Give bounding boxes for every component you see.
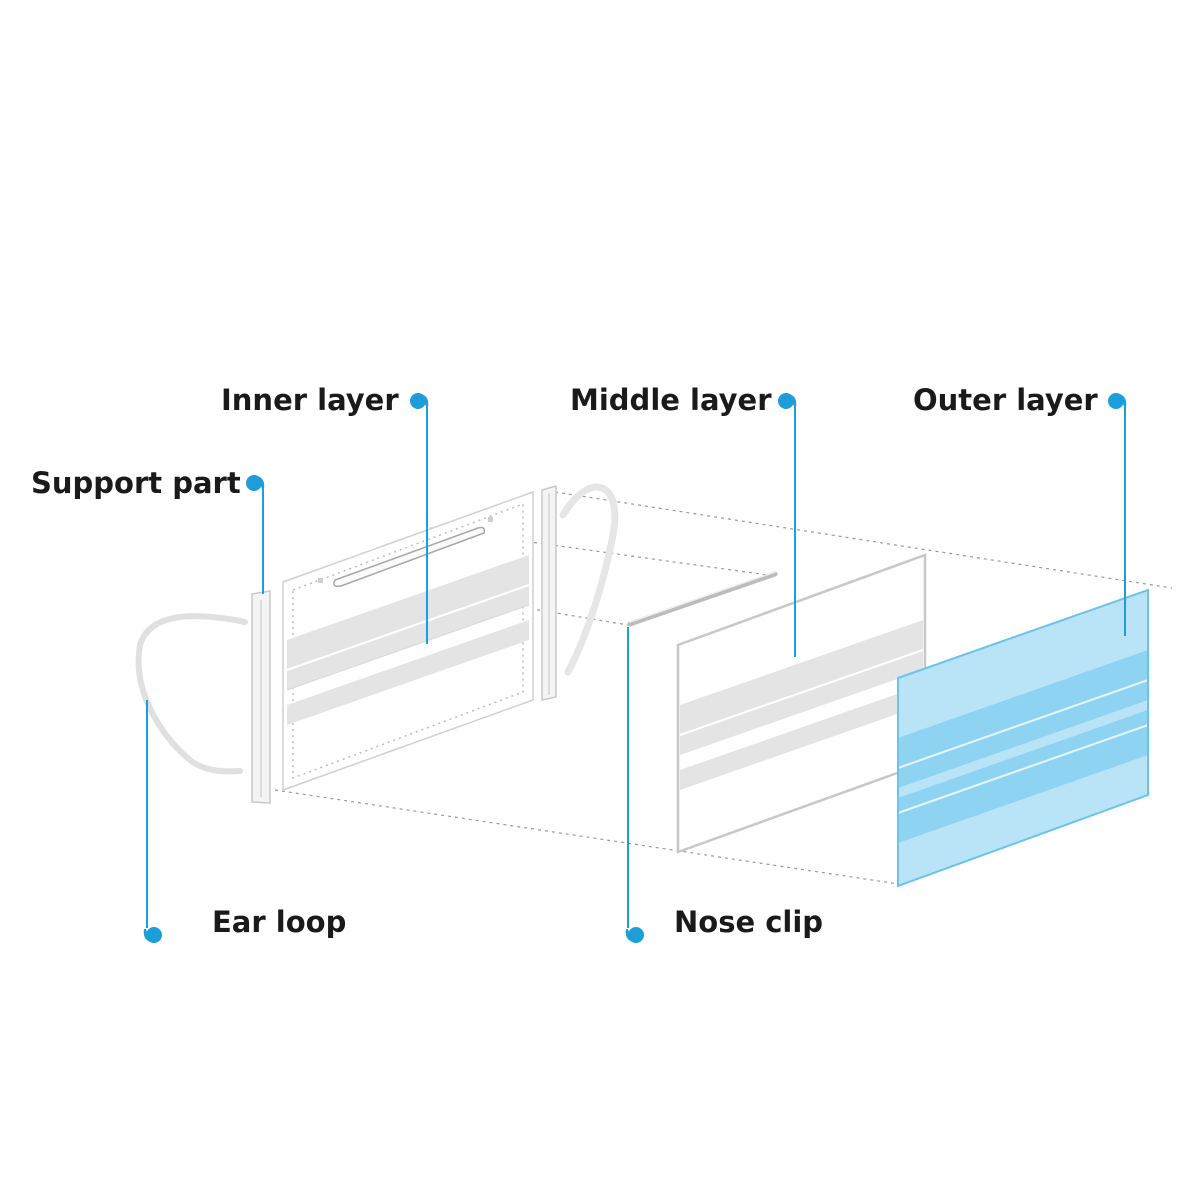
middle-layer-panel <box>676 553 927 854</box>
label-middle-layer: Middle layer <box>570 383 772 417</box>
label-ear-loop: Ear loop <box>212 905 347 939</box>
label-inner-layer: Inner layer <box>221 383 399 417</box>
callout-pin-inner-layer <box>410 393 429 409</box>
support-part-right <box>541 485 557 701</box>
callout-pin-nose-clip <box>625 927 644 943</box>
outer-layer-panel <box>897 588 1149 888</box>
label-outer-layer: Outer layer <box>913 383 1098 417</box>
nose-clip <box>627 571 778 627</box>
callout-pin-ear-loop <box>143 927 162 943</box>
callout-pin-support-part <box>246 475 265 491</box>
inner-layer-panel <box>282 490 534 792</box>
callouts <box>146 403 1126 928</box>
ear-loop-right <box>559 483 619 676</box>
callout-pin-middle-layer <box>778 393 797 409</box>
support-part-left <box>251 590 271 804</box>
label-nose-clip: Nose clip <box>674 905 824 939</box>
label-support-part: Support part <box>31 466 241 500</box>
callout-pin-outer-layer <box>1108 393 1127 409</box>
ear-loop-left <box>135 613 248 775</box>
